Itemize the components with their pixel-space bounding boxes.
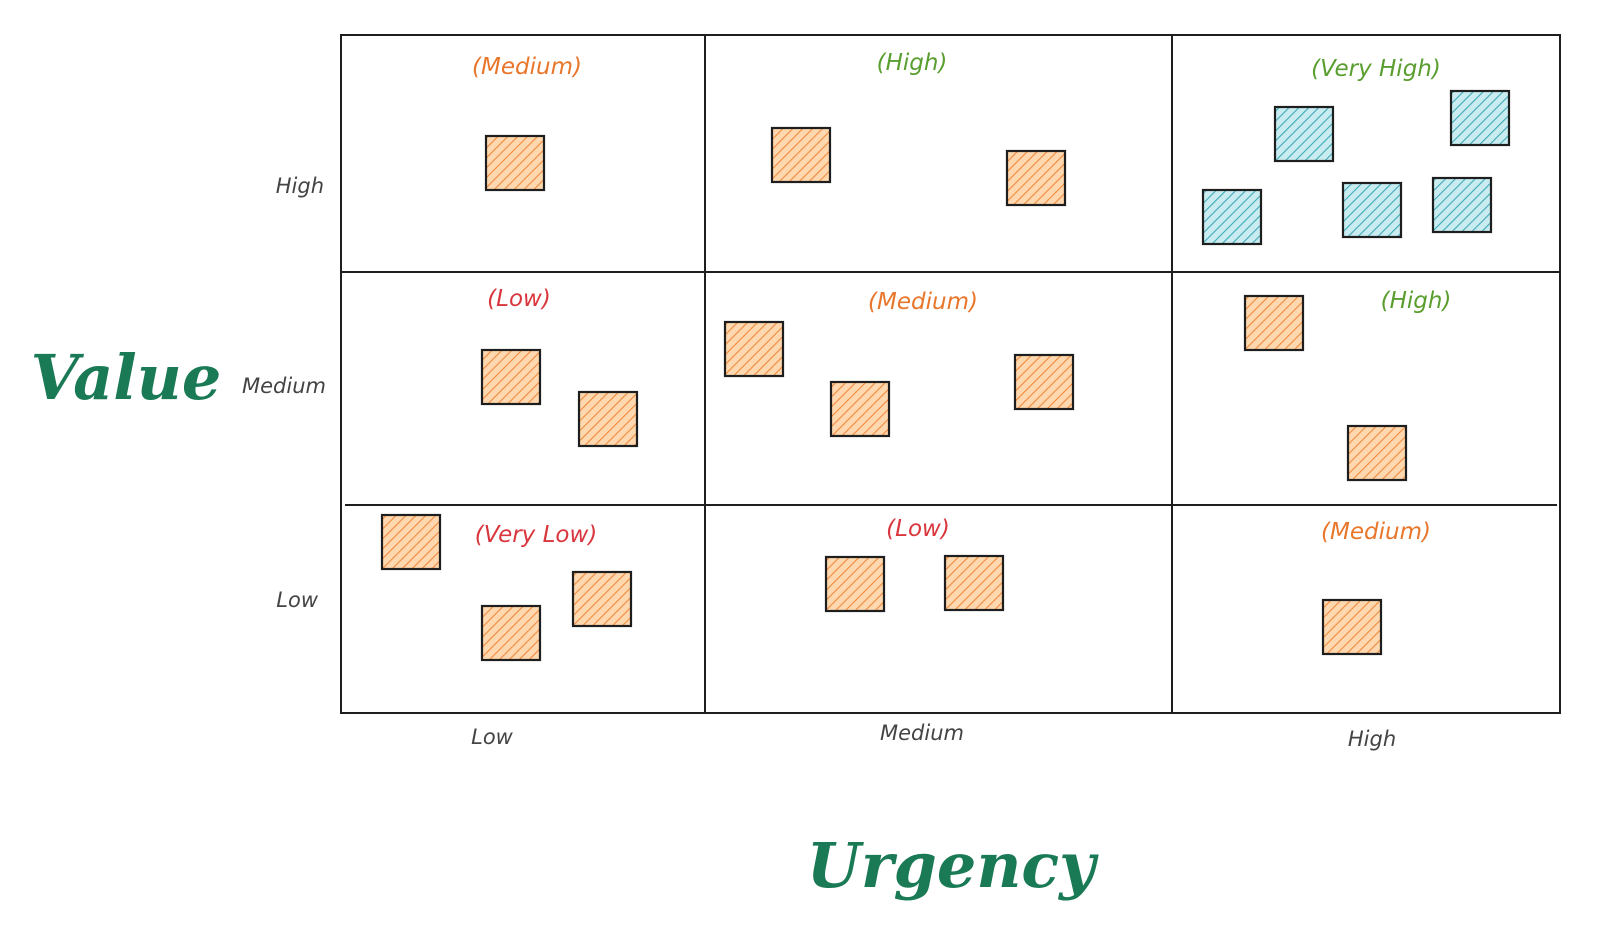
- y-axis-title: Value: [31, 341, 222, 414]
- item-card-highlight: [1273, 105, 1335, 163]
- item-card: [1346, 424, 1408, 482]
- item-card: [380, 513, 442, 571]
- cell-rating-low-high: (Medium): [1321, 519, 1431, 545]
- x-axis-ticks: Low Medium High: [471, 721, 1396, 751]
- item-card-highlight: [1449, 89, 1511, 147]
- cell-rating-medium-low: (Low): [487, 286, 551, 312]
- matrix-frame: [340, 34, 1561, 714]
- y-tick-high: High: [276, 174, 324, 198]
- cell-rating-low-low: (Very Low): [475, 522, 598, 548]
- x-tick-medium: Medium: [880, 721, 964, 745]
- item-card-highlight: [1341, 181, 1403, 239]
- y-tick-low: Low: [276, 588, 319, 612]
- item-card: [480, 604, 542, 662]
- item-card: [770, 126, 832, 184]
- item-card-highlight: [1431, 176, 1493, 234]
- y-axis-ticks: High Medium Low: [242, 174, 326, 612]
- item-card: [1013, 353, 1075, 411]
- item-card: [480, 348, 542, 406]
- cell-rating-low-medium: (Low): [886, 516, 950, 542]
- item-card: [1321, 598, 1383, 656]
- item-card: [943, 554, 1005, 612]
- cell-rating-high-medium: (High): [877, 50, 948, 76]
- item-card: [824, 555, 886, 613]
- cell-rating-high-high: (Very High): [1311, 56, 1441, 82]
- item-card: [829, 380, 891, 438]
- cell-rating-medium-medium: (Medium): [868, 289, 978, 315]
- item-card: [1005, 149, 1067, 207]
- y-tick-medium: Medium: [242, 374, 326, 398]
- item-card: [723, 320, 785, 378]
- cell-rating-labels: (Medium) (High) (Very High) (Low) (Mediu…: [472, 50, 1451, 548]
- item-cards: [380, 89, 1511, 662]
- item-card-highlight: [1201, 188, 1263, 246]
- cell-rating-high-low: (Medium): [472, 54, 582, 80]
- item-card: [1243, 294, 1305, 352]
- item-card: [571, 570, 633, 628]
- x-tick-high: High: [1348, 727, 1396, 751]
- item-card: [577, 390, 639, 448]
- x-tick-low: Low: [471, 725, 514, 749]
- cell-rating-medium-high: (High): [1381, 288, 1452, 314]
- x-axis-title: Urgency: [807, 829, 1099, 902]
- item-card: [484, 134, 546, 192]
- matrix-grid: [340, 34, 1561, 714]
